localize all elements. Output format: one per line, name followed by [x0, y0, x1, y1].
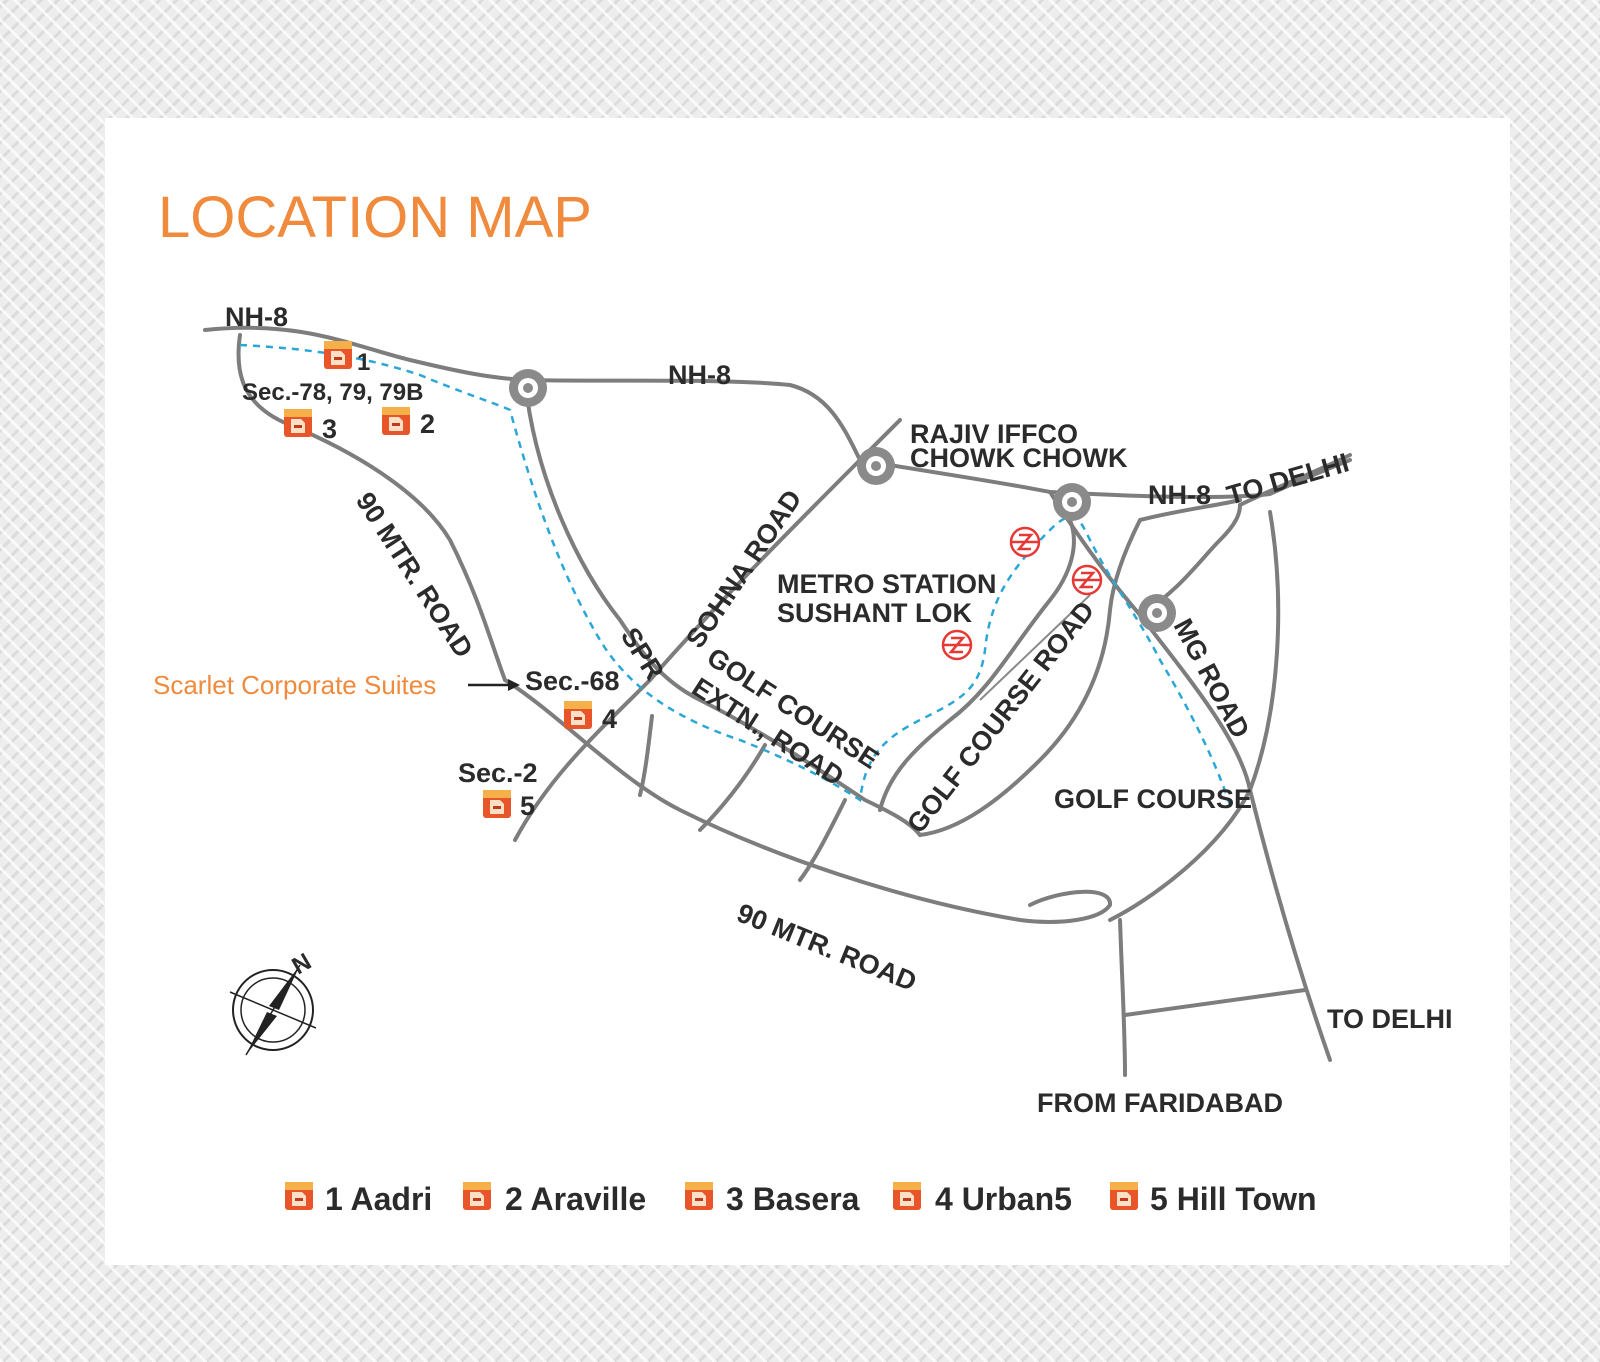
legend-item-5: 5 Hill Town: [1110, 1181, 1317, 1217]
spr-road: [523, 378, 922, 837]
label-sec-68: Sec.-68: [525, 666, 620, 696]
map-panel: [105, 118, 1510, 1265]
label-rajiv-iffco: RAJIV IFFCO: [910, 419, 1078, 449]
building-marker-icon: [1110, 1182, 1138, 1210]
building-marker-icon: [285, 1182, 313, 1210]
spr-link-3: [798, 798, 847, 882]
label-90-mtr-road-west: 90 MTR. ROAD: [350, 487, 479, 663]
label-chowk-chowk: CHOWK CHOWK: [910, 443, 1128, 473]
ne-delhi-road: [1238, 453, 1352, 507]
page-title: LOCATION MAP: [158, 185, 592, 250]
label-mg-road: MG ROAD: [1168, 614, 1256, 743]
label-sectors-78: Sec.-78, 79, 79B: [242, 379, 423, 406]
project-marker-2: 2: [382, 407, 435, 439]
building-marker-icon: [893, 1182, 921, 1210]
metro-station-icon: [941, 629, 973, 661]
east-loop-road: [1108, 510, 1281, 922]
label-sec-2: Sec.-2: [458, 758, 538, 788]
label-nh8-east: NH-8: [1148, 480, 1211, 510]
label-to-delhi-se: TO DELHI: [1327, 1004, 1453, 1034]
metro-station-icon: [1071, 564, 1103, 596]
mg-road-link: [1138, 503, 1242, 617]
legend: 1 Aadri 2 Araville 3 Basera 4 Urban5 5 H…: [285, 1181, 1317, 1217]
sohna-road: [513, 458, 862, 842]
label-nh8-mid: NH-8: [668, 360, 731, 390]
marker-number: 2: [420, 409, 435, 439]
label-nh8-west: NH-8: [225, 302, 288, 332]
project-marker-5: 5: [483, 790, 535, 821]
label-golf-course: GOLF COURSE: [1054, 784, 1252, 814]
label-metro-station: METRO STATION: [777, 569, 996, 599]
building-marker-icon: [564, 701, 592, 729]
marker-number: 3: [322, 414, 337, 444]
label-sushant-lok: SUSHANT LOK: [777, 598, 973, 628]
north-compass-icon: N: [229, 948, 317, 1056]
project-marker-3: 3: [284, 409, 337, 444]
90-mtr-road-main: [503, 678, 1112, 924]
roundabout-node-icon: [857, 447, 895, 485]
legend-label: 2 Araville: [505, 1181, 646, 1217]
nh8-loop-west: [236, 333, 507, 682]
legend-item-2: 2 Araville: [463, 1181, 646, 1217]
metro-station-icon: [1009, 526, 1041, 558]
faridabad-road: [1118, 918, 1127, 1077]
label-90-mtr-road-south: 90 MTR. ROAD: [733, 898, 921, 997]
legend-item-3: 3 Basera: [685, 1181, 860, 1217]
road-network: [203, 325, 1352, 1077]
project-marker-1: 1: [324, 341, 370, 376]
label-from-faridabad: FROM FARIDABAD: [1037, 1088, 1283, 1118]
sushant-lok-link: [979, 594, 1091, 701]
roundabout-node-icon: [1053, 483, 1091, 521]
label-to-delhi-ne: TO DELHI: [1223, 447, 1352, 510]
marker-number: 4: [602, 704, 617, 734]
label-spr: SPR: [615, 622, 670, 685]
legend-label: 3 Basera: [726, 1181, 860, 1217]
building-marker-icon: [685, 1182, 713, 1210]
metro-link-road: [878, 518, 1076, 812]
metro-line: [239, 343, 1232, 806]
building-marker-icon: [483, 790, 511, 818]
legend-label: 4 Urban5: [935, 1181, 1072, 1217]
building-marker-icon: [284, 409, 312, 437]
nh8-road: [203, 325, 1352, 500]
spr-link-2: [698, 743, 767, 832]
spr-link-1: [638, 714, 654, 797]
cross-link-south: [1123, 988, 1307, 1017]
building-marker-icon: [382, 407, 410, 435]
legend-label: 1 Aadri: [325, 1181, 432, 1217]
legend-item-4: 4 Urban5: [893, 1181, 1072, 1217]
label-scarlet-suites: Scarlet Corporate Suites: [153, 670, 436, 700]
golf-course-road: [918, 498, 1242, 837]
arrow-right-icon: [468, 679, 520, 691]
legend-label: 5 Hill Town: [1150, 1181, 1317, 1217]
marker-number: 5: [520, 791, 535, 821]
mg-road: [1048, 490, 1332, 1062]
roundabout-node-icon: [509, 369, 547, 407]
project-marker-4: 4: [564, 701, 617, 734]
legend-item-1: 1 Aadri: [285, 1181, 432, 1217]
building-marker-icon: [324, 341, 352, 369]
marker-number: 1: [357, 349, 370, 376]
building-marker-icon: [463, 1182, 491, 1210]
